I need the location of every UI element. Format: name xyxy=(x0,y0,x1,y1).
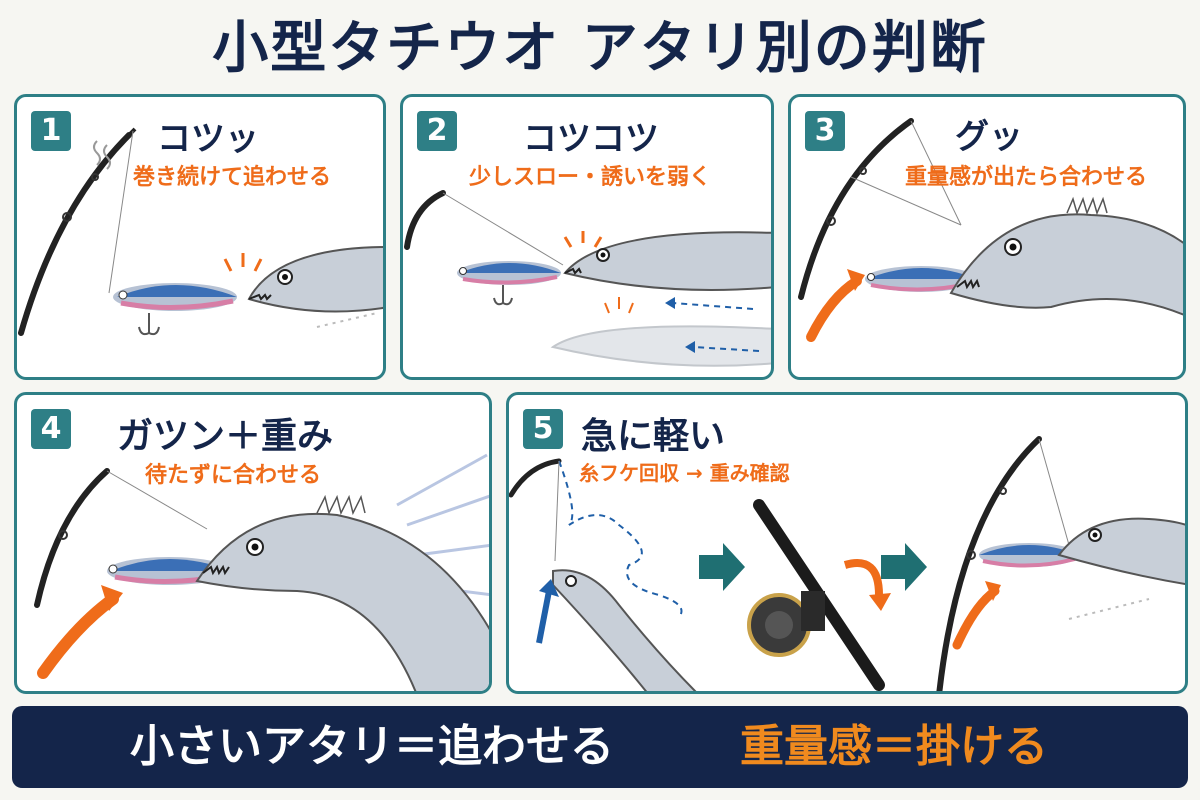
panel-4-illustration xyxy=(34,453,489,691)
panel-1: 1 コツッ 巻き続けて追わせる xyxy=(14,94,386,380)
summary-footer: 小さいアタリ＝追わせる 重量感＝掛ける xyxy=(12,706,1188,788)
panel-1-number: 1 xyxy=(31,111,71,151)
panel-4-heading: ガツン＋重み xyxy=(117,416,334,457)
footer-left-text: 小さいアタリ＝追わせる xyxy=(130,721,614,772)
panel-4: 4 ガツン＋重み 待たずに合わせる xyxy=(14,392,492,694)
panel-2-number: 2 xyxy=(417,111,457,151)
panel-2-heading: コツコツ xyxy=(523,119,659,159)
panel-1-heading: コツッ xyxy=(157,119,259,159)
panel-5-illustration xyxy=(509,436,1185,691)
footer-right-text: 重量感＝掛ける xyxy=(740,721,1048,772)
panel-3-heading: グッ xyxy=(955,117,1023,157)
panel-2-action: 少しスロー・誘いを弱く xyxy=(469,165,712,190)
panel-2-illustration xyxy=(404,190,771,367)
panel-5: 5 急に軽い 糸フケ回収 → 重み確認 xyxy=(506,392,1188,694)
panel-3-number: 3 xyxy=(805,111,845,151)
panel-3: 3 グッ 重量感が出たら合わせる xyxy=(788,94,1186,380)
panel-4-action: 待たずに合わせる xyxy=(145,463,322,488)
panel-3-action: 重量感が出たら合わせる xyxy=(905,165,1148,190)
panel-1-action: 巻き続けて追わせる xyxy=(133,165,332,190)
panel-4-number: 4 xyxy=(31,409,71,449)
panel-3-illustration xyxy=(798,118,1183,342)
panel-5-number: 5 xyxy=(523,409,563,449)
page-title: 小型タチウオ アタリ別の判断 xyxy=(212,16,988,81)
panel-2: 2 コツコツ 少しスロー・誘いを弱く xyxy=(400,94,774,380)
panel-5-heading: 急に軽い xyxy=(581,416,726,457)
panel-5-action: 糸フケ回収 → 重み確認 xyxy=(579,461,790,485)
panel-1-illustration xyxy=(18,127,383,336)
